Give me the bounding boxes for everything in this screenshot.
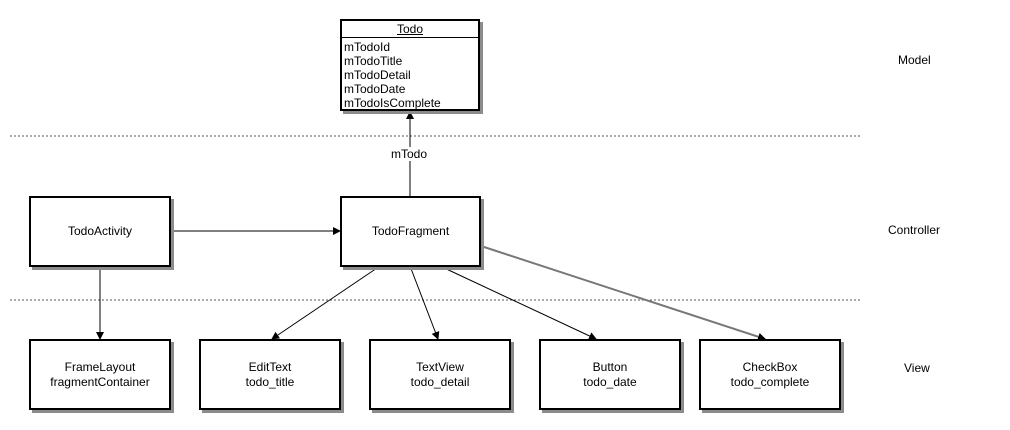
view-node-id: todo_title bbox=[245, 374, 295, 389]
edge-label-mtodo: mTodo bbox=[390, 147, 429, 161]
arrow-fragment-to-button bbox=[439, 265, 597, 340]
view-node-id: todo_complete bbox=[730, 374, 810, 389]
todo-fragment-box: TodoFragment bbox=[340, 196, 481, 267]
view-node-textview: TextView todo_detail bbox=[369, 339, 511, 410]
view-node-type: FrameLayout bbox=[64, 359, 136, 374]
view-node-id: fragmentContainer bbox=[50, 374, 150, 389]
todo-class-fields: mTodoId mTodoTitle mTodoDetail mTodoDate… bbox=[342, 38, 478, 110]
todo-field: mTodoId bbox=[344, 40, 391, 54]
todo-class-title: Todo bbox=[342, 21, 478, 38]
arrow-fragment-to-checkbox bbox=[480, 245, 766, 341]
view-node-checkbox: CheckBox todo_complete bbox=[699, 339, 841, 410]
todo-field: mTodoDate bbox=[344, 82, 406, 96]
view-node-type: Button bbox=[592, 359, 628, 374]
view-node-type: EditText bbox=[248, 359, 292, 374]
view-node-id: todo_detail bbox=[410, 374, 470, 389]
todo-class-box: Todo mTodoId mTodoTitle mTodoDetail mTod… bbox=[340, 19, 480, 111]
view-node-type: CheckBox bbox=[742, 359, 798, 374]
arrow-fragment-to-textview bbox=[409, 265, 440, 340]
layer-label-model: Model bbox=[898, 53, 931, 67]
todo-fragment-label: TodoFragment bbox=[371, 224, 450, 238]
view-node-id: todo_date bbox=[583, 374, 637, 389]
todo-field: mTodoIsComplete bbox=[344, 96, 441, 110]
view-node-type: TextView bbox=[416, 359, 464, 374]
todo-field: mTodoDetail bbox=[344, 68, 411, 82]
layer-label-view: View bbox=[904, 361, 930, 375]
todo-activity-label: TodoActivity bbox=[67, 224, 133, 238]
view-node-edittext: EditText todo_title bbox=[199, 339, 341, 410]
view-node-framelayout: FrameLayout fragmentContainer bbox=[29, 339, 171, 410]
arrow-fragment-to-edittext bbox=[271, 265, 381, 340]
todo-field: mTodoTitle bbox=[344, 54, 403, 68]
todo-activity-box: TodoActivity bbox=[29, 196, 171, 267]
layer-label-controller: Controller bbox=[888, 223, 941, 237]
view-node-button: Button todo_date bbox=[539, 339, 681, 410]
